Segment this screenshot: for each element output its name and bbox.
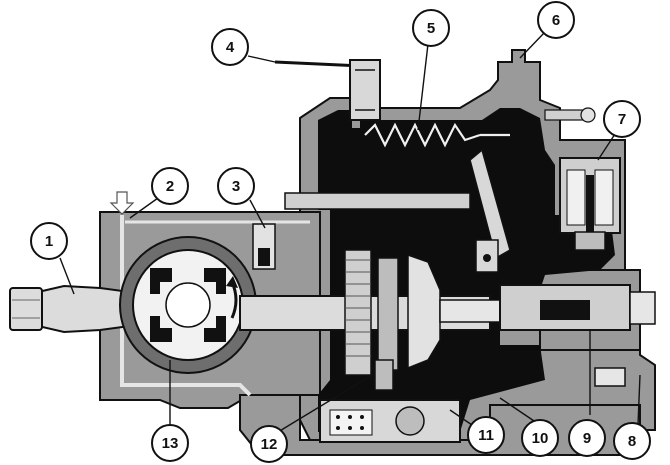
callout-7-label: 7 (618, 111, 626, 128)
callout-2: 2 (151, 167, 189, 205)
callout-2-label: 2 (166, 178, 174, 195)
timing-piston-pin (395, 406, 425, 436)
callout-5-label: 5 (427, 20, 435, 37)
governor-spring (364, 122, 481, 148)
governor-shaft (284, 192, 471, 210)
callout-11: 11 (467, 416, 505, 454)
distributor-section (319, 249, 656, 443)
inlet-fitting-nut (9, 287, 43, 331)
end-plug (629, 291, 656, 325)
inlet-arrow-icon (109, 191, 135, 215)
callout-6: 6 (537, 1, 575, 39)
shutoff-solenoid (559, 157, 621, 251)
callout-4: 4 (211, 28, 249, 66)
control-lever-arm (274, 60, 363, 68)
roller-ring (377, 257, 399, 371)
vane-bottom-right (204, 316, 226, 342)
callout-4-label: 4 (226, 39, 235, 56)
callout-3: 3 (217, 167, 255, 205)
callout-12-label: 12 (261, 436, 278, 453)
vane-pump-hub (165, 282, 211, 328)
callout-9-label: 9 (583, 430, 591, 447)
callout-10: 10 (521, 419, 559, 457)
cam-plate (407, 253, 441, 370)
governor-section (274, 59, 596, 273)
callout-10-label: 10 (532, 430, 549, 447)
callout-8: 8 (613, 422, 651, 460)
delivery-valve (594, 367, 626, 387)
callout-7: 7 (603, 100, 641, 138)
inlet-fitting (37, 284, 131, 334)
timing-spring (329, 409, 373, 436)
vane-top-left (150, 268, 172, 294)
governor-drive-gear (344, 249, 372, 376)
callout-8-label: 8 (628, 433, 636, 450)
callout-6-label: 6 (552, 12, 560, 29)
callout-11-label: 11 (478, 427, 494, 444)
governor-lever (469, 148, 511, 260)
cam-roller (374, 359, 394, 391)
callout-3-label: 3 (232, 178, 240, 195)
callout-1-label: 1 (45, 233, 53, 250)
interior-spring-chamber (360, 120, 490, 162)
callout-9: 9 (568, 419, 606, 457)
callout-1: 1 (30, 222, 68, 260)
control-lever-shaft (349, 59, 381, 121)
callout-13: 13 (151, 424, 189, 462)
callout-5: 5 (412, 9, 450, 47)
callout-13-label: 13 (162, 435, 179, 452)
callout-12: 12 (250, 425, 288, 463)
vane-top-right (204, 268, 226, 294)
vane-bottom-left (150, 316, 172, 342)
